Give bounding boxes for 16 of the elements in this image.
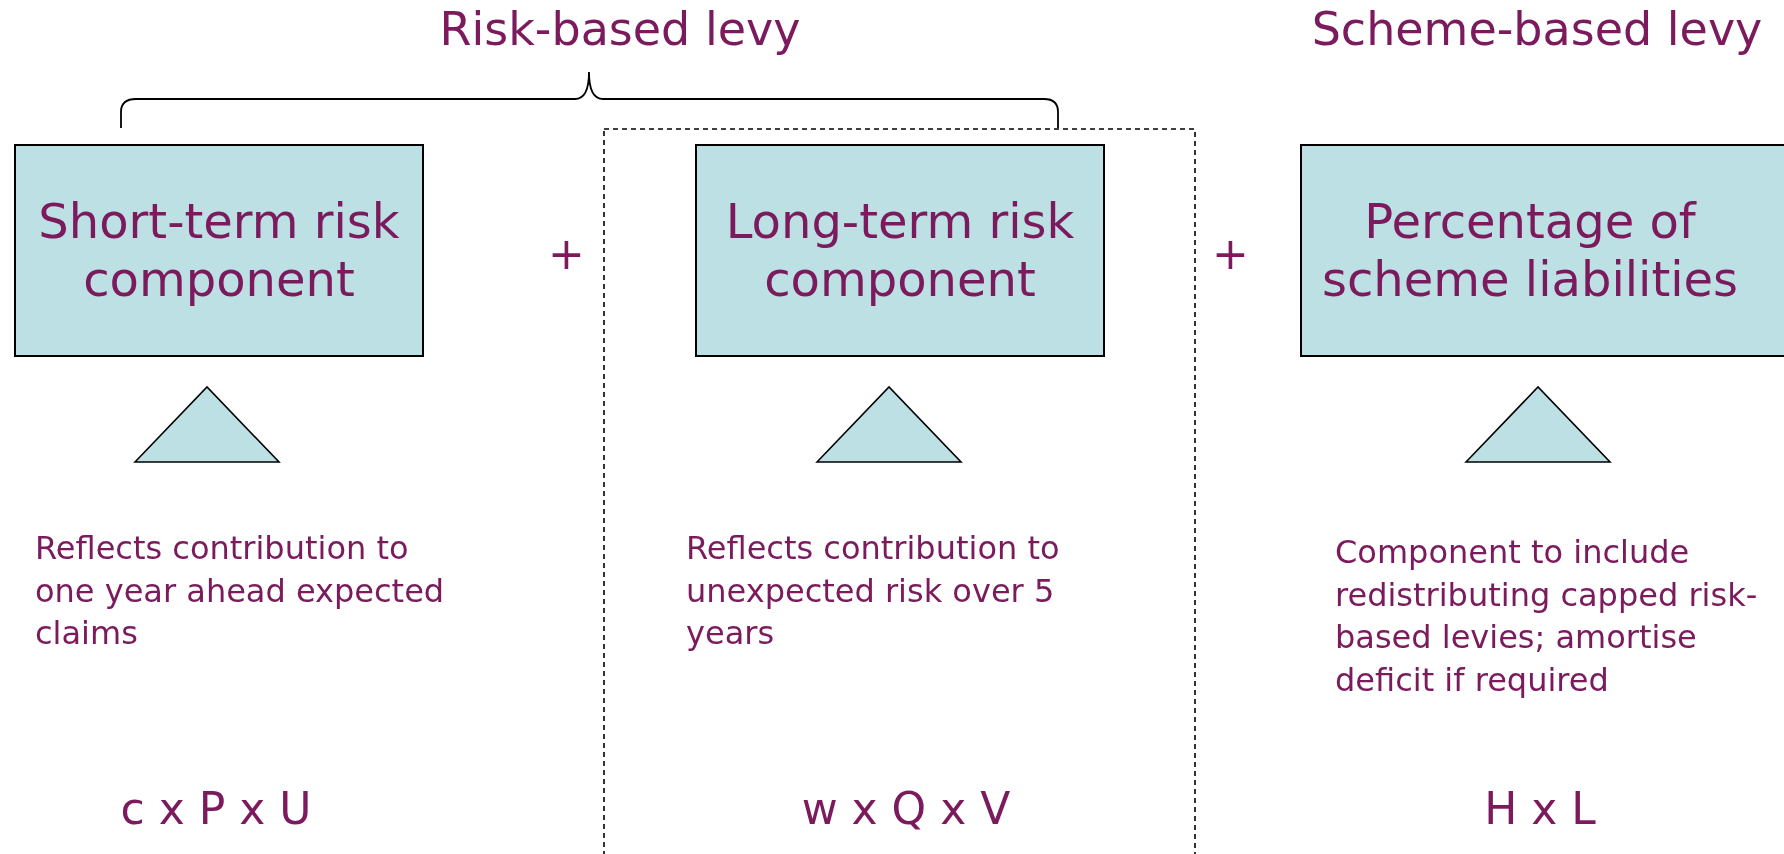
- component-box: [1300, 144, 1784, 357]
- box-label: Percentage of scheme liabilities: [1320, 192, 1740, 309]
- plus-sign: +: [1212, 227, 1246, 281]
- formula: w x Q x V: [800, 782, 1012, 836]
- component-box: [14, 144, 424, 357]
- formula: c x P x U: [119, 782, 313, 836]
- component-box: [695, 144, 1105, 357]
- description: Reflects contribution to unexpected risk over 5 years: [686, 528, 1061, 655]
- description: Component to include redistributing capped risk-based levies; amortise deficit if required: [1335, 532, 1759, 701]
- description: Reflects contribution to one year ahead expected claims: [35, 528, 446, 655]
- box-label: Long-term risk component: [724, 192, 1076, 309]
- plus-sign: +: [548, 227, 582, 281]
- formula: H x L: [1483, 782, 1597, 836]
- heading: Risk-based levy: [438, 1, 802, 58]
- heading: Scheme-based levy: [1310, 1, 1764, 58]
- box-label: Short-term risk component: [37, 192, 401, 309]
